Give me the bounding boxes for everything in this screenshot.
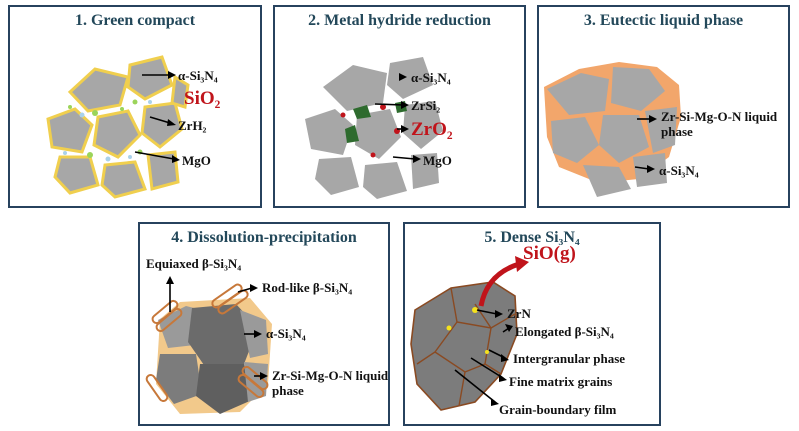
label-intergranular-phase: Intergranular phase [513, 351, 626, 366]
label-sio-gas: SiO(g) [523, 243, 576, 264]
zrn-particles [446, 307, 489, 354]
label-rod-like-beta: Rod-like β-Si₃N₄ [262, 280, 353, 295]
label-alpha-si3n4: α-Si₃N₄ [178, 68, 218, 83]
rod-like-beta-grains [145, 283, 269, 403]
label-alpha-si3n4: α-Si₃N₄ [659, 163, 699, 178]
label-sio2: SiO₂ [184, 88, 221, 109]
label-equiaxed-beta: Equiaxed β-Si₃N₄ [146, 256, 242, 271]
panel-title: 5. Dense Si₃N₄ [484, 229, 580, 246]
sio2-coated-grains [46, 55, 190, 199]
label-grain-boundary-film: Grain-boundary film [499, 402, 617, 417]
label-arrows [166, 276, 268, 380]
panel-title: 3. Eutectic liquid phase [583, 12, 744, 29]
dense-grain-structure [410, 281, 518, 411]
dense-si3n4-illustration [410, 256, 529, 411]
label-arrows [454, 309, 513, 406]
panel-green-compact: 1. Green compact α-Si₃N₄ [8, 5, 262, 208]
label-alpha-si3n4: α-Si₃N₄ [411, 70, 451, 85]
panel-eutectic-liquid-phase: 3. Eutectic liquid phase Zr-Si-Mg-O-N li… [537, 5, 790, 208]
label-alpha-si3n4: α-Si₃N₄ [266, 326, 306, 341]
panel-title: 4. Dissolution-precipitation [171, 229, 357, 246]
label-arrows [134, 71, 180, 163]
panel-dense-si3n4: 5. Dense Si₃N₄ SiO(g) ZrN Elongated β-Si… [403, 222, 661, 426]
dissolution-illustration [145, 276, 272, 414]
label-zro2: ZrO₂ [411, 119, 453, 140]
label-zrn: ZrN [507, 306, 531, 321]
si3n4-grains [156, 304, 268, 414]
grain-boundaries [416, 287, 516, 407]
label-mgo: MgO [182, 153, 211, 168]
label-fine-matrix-grains: Fine matrix grains [509, 374, 613, 389]
sio-gas-arrowhead [515, 256, 529, 272]
si3n4-grains [305, 57, 443, 199]
label-mgo: MgO [423, 153, 452, 168]
label-liquid-phase: Zr-Si-Mg-O-N liquid phase [661, 109, 778, 139]
zrh2-particles [68, 99, 143, 158]
label-liquid-phase: Zr-Si-Mg-O-N liquid phase [272, 368, 389, 398]
panel-title: 1. Green compact [74, 12, 196, 29]
panel-dissolution-precipitation: 4. Dissolution-precipitation [138, 222, 390, 426]
panel-title: 2. Metal hydride reduction [308, 12, 491, 29]
label-elongated-beta: Elongated β-Si₃N₄ [515, 324, 614, 339]
panel-metal-hydride-reduction: 2. Metal hydride reduction α-Si₃N₄ ZrS [273, 5, 526, 208]
label-arrows [634, 115, 657, 173]
eutectic-illustration [544, 62, 681, 197]
sio-gas-arrow [478, 261, 520, 307]
reduction-illustration [305, 57, 443, 199]
mgo-particles [63, 100, 152, 162]
label-arrows [374, 73, 421, 163]
label-zrh2: ZrH₂ [178, 118, 207, 133]
green-compact-illustration [46, 55, 190, 199]
si3n4-grains [547, 67, 677, 197]
label-zrsi2: ZrSi₂ [411, 98, 441, 113]
